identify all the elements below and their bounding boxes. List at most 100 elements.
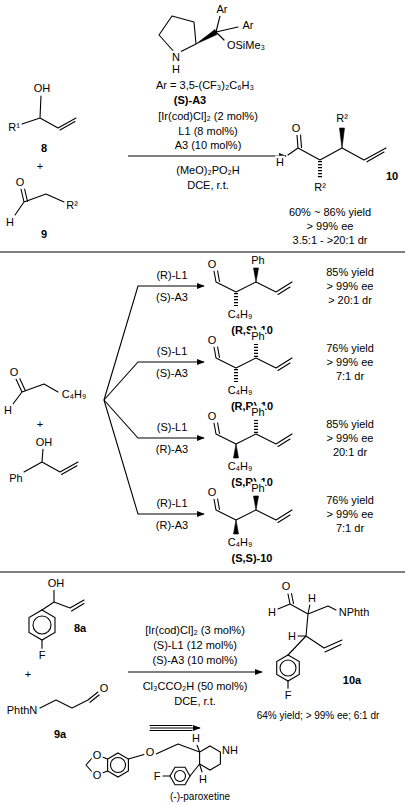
atom-label: NPhth bbox=[338, 606, 371, 619]
atom-label: H bbox=[198, 773, 208, 786]
aldehyde-structure bbox=[40, 692, 100, 708]
benzene-ring bbox=[29, 610, 55, 640]
condition-text: (R)-A3 bbox=[156, 443, 188, 456]
allyl-alcohol-structure bbox=[24, 449, 78, 475]
piperidine-ring bbox=[200, 746, 221, 770]
benzene-ring bbox=[170, 767, 190, 784]
condition-text: (-)-paroxetine bbox=[170, 791, 230, 803]
condition-text: + bbox=[25, 668, 31, 681]
wedge-bond bbox=[254, 268, 259, 282]
condition-text: (R)-L1 bbox=[156, 497, 187, 510]
atom-label: O bbox=[207, 334, 218, 347]
condition-text: (S)-L1 (12 mol%) bbox=[153, 639, 237, 652]
condition-text: (S)-L1 bbox=[157, 421, 188, 434]
product-structure bbox=[214, 420, 292, 458]
benzene-ring bbox=[108, 753, 129, 777]
atom-label: C₄H₉ bbox=[61, 388, 88, 401]
condition-text: 76% yield bbox=[326, 342, 374, 355]
condition-text: (S)-A3 bbox=[156, 367, 188, 380]
atom-label: O bbox=[207, 258, 218, 271]
condition-text: > 99% ee bbox=[327, 508, 374, 521]
product-structure bbox=[278, 594, 342, 690]
product-bonds bbox=[214, 499, 292, 523]
atom-label: Ph bbox=[250, 406, 265, 419]
hash-bond bbox=[256, 420, 257, 433]
wedge-bond bbox=[340, 128, 345, 148]
atom-label: F bbox=[284, 689, 293, 702]
atom-label: H bbox=[267, 606, 277, 619]
atom-label: Ph bbox=[250, 482, 265, 495]
condition-text: A3 (10 mol%) bbox=[175, 139, 242, 152]
condition-text: (MeO)₂PO₂H bbox=[176, 164, 240, 177]
product-structure bbox=[214, 344, 292, 382]
product-structure bbox=[288, 135, 386, 162]
reaction-arrow bbox=[104, 400, 204, 514]
condition-text: (S)-A3 (10 mol%) bbox=[153, 654, 238, 667]
product-structure bbox=[214, 496, 292, 534]
atom-label: R² bbox=[335, 112, 349, 125]
aromatic-circle bbox=[175, 771, 186, 782]
atom-label: OSiMe₃ bbox=[226, 39, 266, 52]
condition-text: 85% yield bbox=[326, 266, 374, 279]
atom-label: Ph bbox=[8, 472, 23, 485]
condition-text: (R)-L1 bbox=[156, 269, 187, 282]
condition-text: DCE, r.t. bbox=[187, 179, 229, 192]
condition-text: 60% ~ 86% yield bbox=[289, 206, 371, 219]
atom-label: OH bbox=[33, 82, 52, 95]
wedge-bond bbox=[196, 30, 217, 45]
condition-text: 3.5:1 - >20:1 dr bbox=[293, 234, 368, 247]
atom-label: C₄H₉ bbox=[227, 384, 254, 397]
condition-text: > 99% ee bbox=[327, 280, 374, 293]
product-bonds bbox=[214, 271, 292, 295]
compound-number: 10 bbox=[385, 170, 399, 183]
atom-label: O bbox=[291, 122, 302, 135]
multistep-arrow-lines bbox=[150, 726, 192, 731]
atom-label: OH bbox=[35, 436, 54, 449]
atom-label: O bbox=[281, 580, 292, 593]
atom-label: H bbox=[171, 63, 181, 76]
condition-text: (S)-A3 bbox=[156, 291, 188, 304]
atom-label: O bbox=[99, 682, 110, 695]
hash-bond bbox=[256, 344, 257, 357]
atom-label: H bbox=[287, 630, 297, 643]
atom-label: N bbox=[171, 51, 181, 64]
product-bonds bbox=[214, 347, 292, 371]
atom-label: F bbox=[38, 649, 47, 662]
allyl-alcohol-structure bbox=[42, 590, 84, 649]
atom-label: C₄H₉ bbox=[227, 536, 254, 549]
paroxetine-structure bbox=[86, 744, 202, 776]
atom-label: H bbox=[5, 216, 15, 229]
atom-label: O bbox=[92, 749, 103, 762]
compound-number: 8 bbox=[40, 142, 48, 155]
atom-label: O bbox=[92, 769, 103, 782]
aldehyde-structure bbox=[15, 189, 64, 216]
hash-bond bbox=[236, 293, 237, 306]
reaction-arrow bbox=[104, 286, 204, 400]
condition-text: 64% yield; > 99% ee; 6:1 dr bbox=[257, 710, 380, 722]
atom-label: Ph bbox=[250, 254, 265, 267]
atom-label: H bbox=[275, 156, 285, 169]
aromatic-circle bbox=[33, 616, 51, 634]
atom-label: H bbox=[191, 732, 201, 745]
atom-label: NH bbox=[221, 744, 239, 757]
wedge-bond bbox=[234, 520, 239, 534]
wedge-bond bbox=[234, 444, 239, 458]
aromatic-circle bbox=[280, 660, 296, 676]
compound-number: 9 bbox=[40, 228, 48, 241]
atom-label: F bbox=[153, 770, 162, 783]
atom-label: O bbox=[9, 366, 20, 379]
reaction-arrow bbox=[128, 671, 262, 672]
atom-label: O bbox=[207, 410, 218, 423]
condition-text: (S)-L1 bbox=[157, 345, 188, 358]
atom-label: O bbox=[145, 746, 156, 759]
condition-text: 7:1 dr bbox=[336, 370, 364, 383]
atom-label: R¹ bbox=[7, 121, 21, 134]
wedge-bond bbox=[254, 496, 259, 510]
condition-text: Ar = 3,5-(CF₃)₂C₆H₃ bbox=[156, 79, 254, 92]
condition-text: + bbox=[37, 160, 43, 173]
reaction-arrow bbox=[104, 362, 204, 400]
atom-label: Ar bbox=[216, 3, 229, 16]
condition-text: > 20:1 dr bbox=[328, 294, 372, 307]
